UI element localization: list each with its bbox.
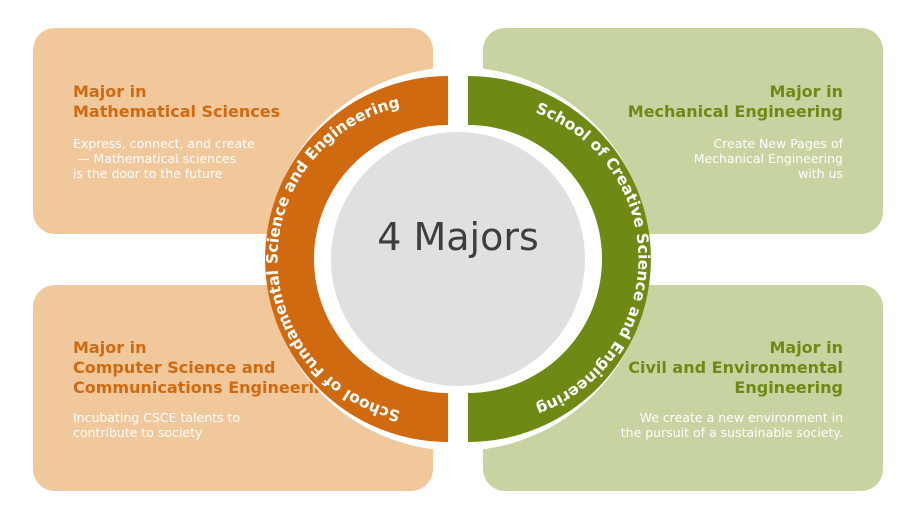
desc-line: Create New Pages of	[713, 136, 843, 151]
title-line: Civil and Environmental	[628, 358, 843, 377]
title-line: Major in	[769, 338, 843, 357]
creative-school-arc	[468, 76, 651, 442]
card-description: Incubating CSCE talents to contribute to…	[73, 410, 240, 440]
title-line: Computer Science and	[73, 358, 276, 377]
title-line: Engineering	[734, 378, 843, 397]
desc-line: We create a new environment in	[639, 410, 843, 425]
desc-line: Incubating CSCE talents to	[73, 410, 241, 425]
desc-line: with us	[798, 166, 843, 181]
card-title: Major in Mathematical Sciences	[73, 82, 280, 122]
fundamental-school-arc	[265, 76, 448, 442]
desc-line: Mechanical Engineering	[693, 151, 843, 166]
title-line: Communications Engineering	[73, 378, 337, 397]
card-description: We create a new environment in the pursu…	[621, 410, 843, 440]
title-line: Major in	[73, 338, 147, 357]
title-line: Mathematical Sciences	[73, 102, 281, 121]
title-line: Mechanical Engineering	[627, 102, 843, 121]
desc-line: Express, connect, and create	[73, 136, 255, 151]
desc-line: contribute to society	[73, 425, 203, 440]
desc-line: is the door to the future	[73, 166, 223, 181]
card-description: Create New Pages of Mechanical Engineeri…	[694, 136, 843, 181]
desc-line: the pursuit of a sustainable society.	[620, 425, 843, 440]
center-disc	[331, 132, 585, 386]
card-title: Major in Computer Science and Communicat…	[73, 338, 337, 398]
card-description: Express, connect, and create — Mathemati…	[73, 136, 255, 181]
center-title: 4 Majors	[377, 215, 539, 259]
desc-line: — Mathematical sciences	[73, 151, 237, 166]
title-line: Major in	[73, 82, 147, 101]
title-line: Major in	[769, 82, 843, 101]
card-title: Major in Civil and Environmental Enginee…	[628, 338, 843, 398]
card-title: Major in Mechanical Engineering	[628, 82, 843, 122]
